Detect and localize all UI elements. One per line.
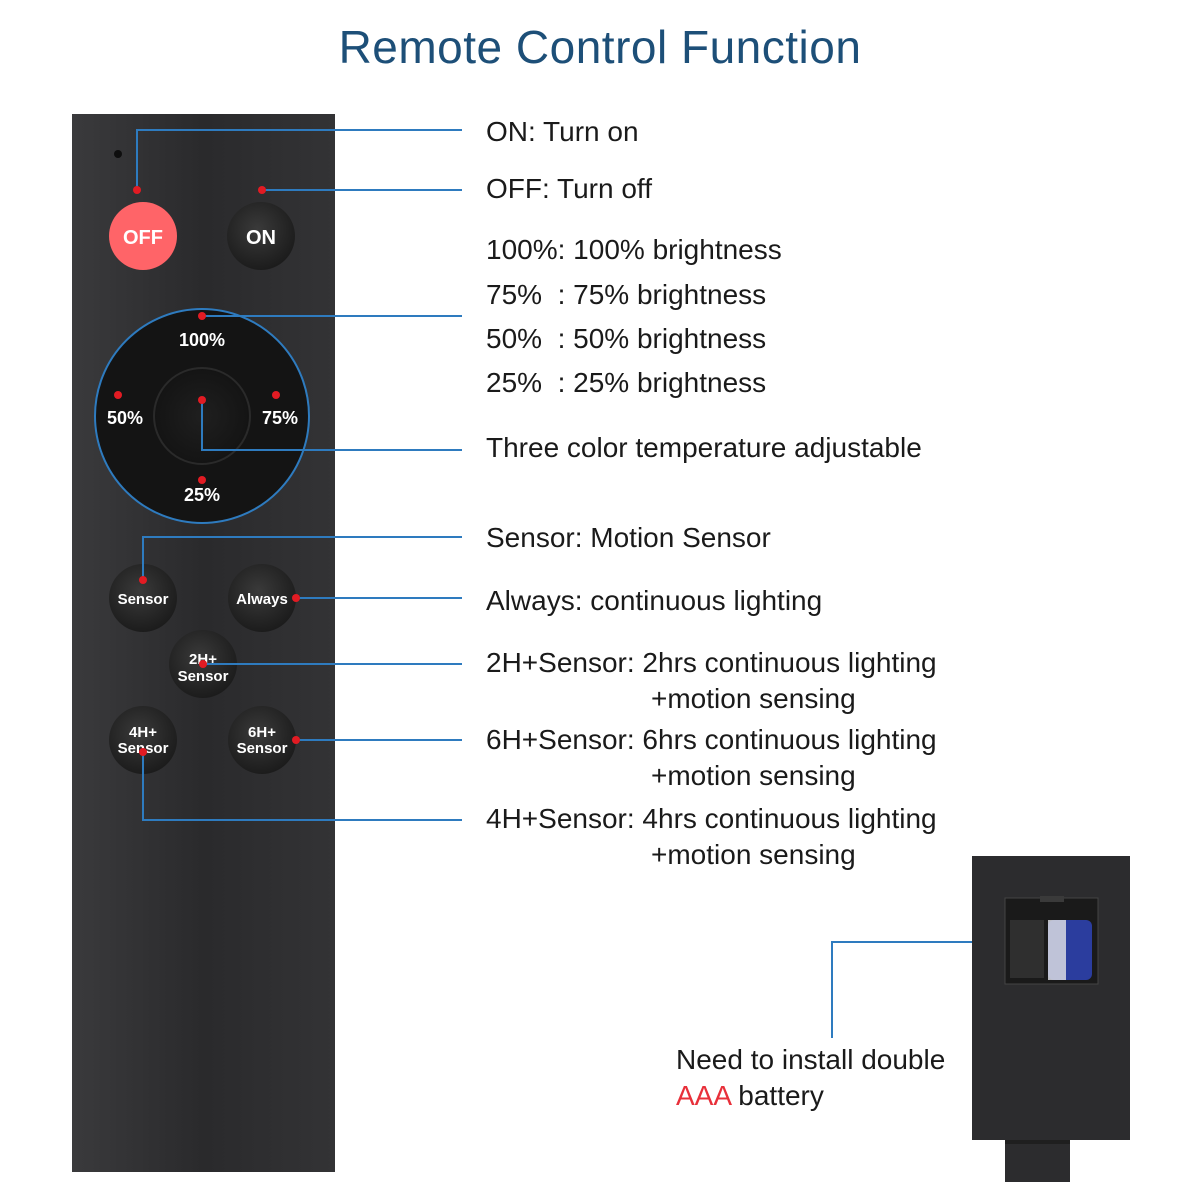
label-sensor: Sensor: Motion Sensor: [486, 522, 771, 553]
6h-button-label-2: Sensor: [237, 740, 288, 757]
battery-type: AAA: [676, 1080, 731, 1112]
brightness-25-label: 25%: [184, 485, 220, 505]
leader-lines: [136, 129, 1045, 1038]
brightness-50-label: 50%: [107, 408, 143, 428]
leader-line-off: [136, 129, 462, 190]
6h-button-label-1: 6H+: [248, 724, 276, 741]
6h-sensor-button[interactable]: [228, 706, 296, 774]
page-title: Remote Control Function: [338, 21, 862, 73]
on-button[interactable]: [227, 202, 295, 270]
4h-button-label-1: 4H+: [129, 724, 157, 741]
label-brightness-25: 25% : 25% brightness: [486, 367, 767, 398]
battery-note: Need to install double AAA battery: [676, 1042, 945, 1115]
label-2h-sensor-detail: +motion sensing: [651, 683, 856, 714]
label-on: ON: Turn on: [486, 116, 639, 147]
label-color-temp: Three color temperature adjustable: [486, 432, 922, 463]
always-button[interactable]: [228, 564, 296, 632]
label-brightness-50: 50% : 50% brightness: [486, 323, 767, 354]
label-4h-sensor-detail: +motion sensing: [651, 839, 856, 870]
label-brightness-100: 100%: 100% brightness: [486, 234, 782, 265]
on-button-label: ON: [246, 227, 276, 249]
remote-back: [972, 856, 1130, 1182]
leader-line-sensor: [142, 536, 462, 580]
leader-line-4h: [142, 752, 462, 821]
sensor-button-label: Sensor: [118, 591, 169, 608]
off-button[interactable]: [109, 202, 177, 270]
brightness-75-label: 75%: [262, 408, 298, 428]
sensor-button[interactable]: [109, 564, 177, 632]
battery-note-line2: AAA battery: [676, 1078, 945, 1114]
off-button-label: OFF: [123, 227, 163, 249]
label-brightness-75: 75% : 75% brightness: [486, 279, 767, 310]
4h-sensor-button[interactable]: [109, 706, 177, 774]
leader-line-temp: [201, 400, 462, 451]
always-button-label: Always: [236, 591, 288, 608]
ir-sensor: [114, 150, 122, 158]
label-always: Always: continuous lighting: [486, 585, 823, 616]
battery-contact: [1010, 920, 1044, 978]
connection-dots: [114, 186, 1049, 946]
battery-note-rest: battery: [730, 1080, 824, 1112]
label-6h-sensor: 6H+Sensor: 6hrs continuous lighting: [486, 724, 937, 755]
label-6h-sensor-detail: +motion sensing: [651, 760, 856, 791]
2h-button-label-2: Sensor: [178, 668, 229, 685]
brightness-100-label: 100%: [179, 330, 225, 350]
label-4h-sensor: 4H+Sensor: 4hrs continuous lighting: [486, 803, 937, 834]
label-off: OFF: Turn off: [486, 173, 652, 204]
label-2h-sensor: 2H+Sensor: 2hrs continuous lighting: [486, 647, 937, 678]
battery-note-line1: Need to install double: [676, 1044, 946, 1075]
